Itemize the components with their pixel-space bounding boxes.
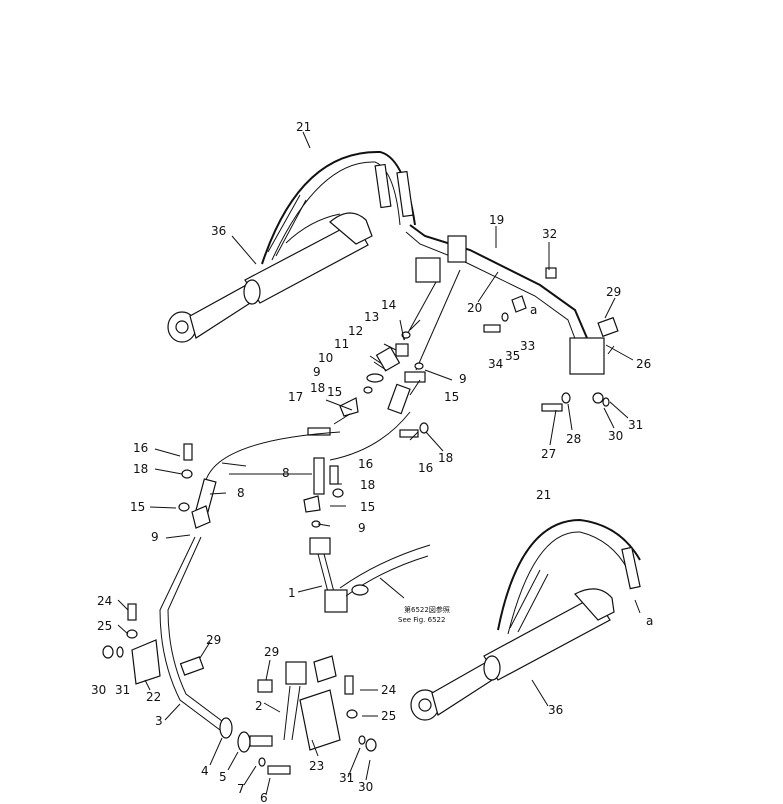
label-17: 17 bbox=[288, 390, 303, 404]
label-36-upper: 36 bbox=[211, 224, 226, 238]
label-20: 20 bbox=[467, 301, 482, 315]
label-9-right: 9 bbox=[459, 372, 467, 386]
label-a-upper: a bbox=[530, 303, 537, 317]
label-9-left: 9 bbox=[313, 365, 321, 379]
label-30-right: 30 bbox=[608, 429, 623, 443]
reference-note-en: See Fig. 6522 bbox=[398, 616, 445, 624]
lower-left-brackets bbox=[102, 603, 377, 775]
label-18-right: 18 bbox=[438, 451, 453, 465]
label-7: 7 bbox=[237, 782, 245, 796]
label-12: 12 bbox=[348, 324, 363, 338]
valve-block-26 bbox=[545, 267, 619, 375]
label-15-mid: 15 bbox=[360, 500, 375, 514]
label-24-left: 24 bbox=[97, 594, 112, 608]
label-6: 6 bbox=[260, 791, 268, 804]
label-16-left: 16 bbox=[133, 441, 148, 455]
label-18-mid: 18 bbox=[360, 478, 375, 492]
label-a-lower: a bbox=[646, 614, 653, 628]
label-11: 11 bbox=[334, 337, 349, 351]
label-9-lower-left: 9 bbox=[151, 530, 159, 544]
label-15-right: 15 bbox=[444, 390, 459, 404]
label-29-mid: 29 bbox=[264, 645, 279, 659]
label-25-left: 25 bbox=[97, 619, 112, 633]
reference-note-jp: 第6522図参照 bbox=[404, 605, 450, 614]
label-14: 14 bbox=[381, 298, 396, 312]
label-34: 34 bbox=[488, 357, 503, 371]
label-15-center: 15 bbox=[327, 385, 342, 399]
label-28: 28 bbox=[566, 432, 581, 446]
label-31-left: 31 bbox=[115, 683, 130, 697]
label-35: 35 bbox=[505, 349, 520, 363]
label-4: 4 bbox=[201, 764, 209, 778]
label-23: 23 bbox=[309, 759, 324, 773]
label-15-left: 15 bbox=[130, 500, 145, 514]
label-21-lower: 21 bbox=[536, 488, 551, 502]
label-33: 33 bbox=[520, 339, 535, 353]
label-30-left: 30 bbox=[91, 683, 106, 697]
label-31-bottom: 31 bbox=[339, 771, 354, 785]
label-1: 1 bbox=[288, 586, 296, 600]
center-fittings bbox=[307, 331, 429, 438]
label-29-upper: 29 bbox=[606, 285, 621, 299]
lower-cylinder bbox=[410, 569, 615, 721]
label-8-left: 8 bbox=[237, 486, 245, 500]
label-25-right: 25 bbox=[381, 709, 396, 723]
label-18-left: 18 bbox=[133, 462, 148, 476]
lower-hose-21 bbox=[497, 518, 641, 635]
label-24-right: 24 bbox=[381, 683, 396, 697]
label-16-mid: 16 bbox=[358, 457, 373, 471]
label-10: 10 bbox=[318, 351, 333, 365]
bolts-right bbox=[483, 295, 610, 412]
label-32: 32 bbox=[542, 227, 557, 241]
label-27: 27 bbox=[541, 447, 556, 461]
label-29-left: 29 bbox=[206, 633, 221, 647]
label-26: 26 bbox=[636, 357, 651, 371]
label-21-upper: 21 bbox=[296, 120, 311, 134]
label-8-center: 8 bbox=[282, 466, 290, 480]
label-13: 13 bbox=[364, 310, 379, 324]
label-31-right: 31 bbox=[628, 418, 643, 432]
tubes-19-20 bbox=[403, 224, 591, 371]
label-2: 2 bbox=[255, 699, 263, 713]
label-22: 22 bbox=[146, 690, 161, 704]
label-30-bottom: 30 bbox=[358, 780, 373, 794]
upper-cylinder bbox=[167, 194, 373, 343]
leader-lines bbox=[117, 131, 641, 796]
label-16-center: 16 bbox=[418, 461, 433, 475]
hoses-8-3 bbox=[159, 411, 411, 731]
label-36-lower: 36 bbox=[548, 703, 563, 717]
part-labels: 21 36 19 32 20 a 29 14 13 12 11 10 9 9 1… bbox=[91, 120, 653, 804]
label-3: 3 bbox=[155, 714, 163, 728]
part-1-rod bbox=[309, 537, 431, 613]
label-5: 5 bbox=[219, 770, 227, 784]
label-19: 19 bbox=[489, 213, 504, 227]
upper-hose-21 bbox=[261, 150, 416, 265]
label-18-center: 18 bbox=[310, 381, 325, 395]
label-9-mid: 9 bbox=[358, 521, 366, 535]
